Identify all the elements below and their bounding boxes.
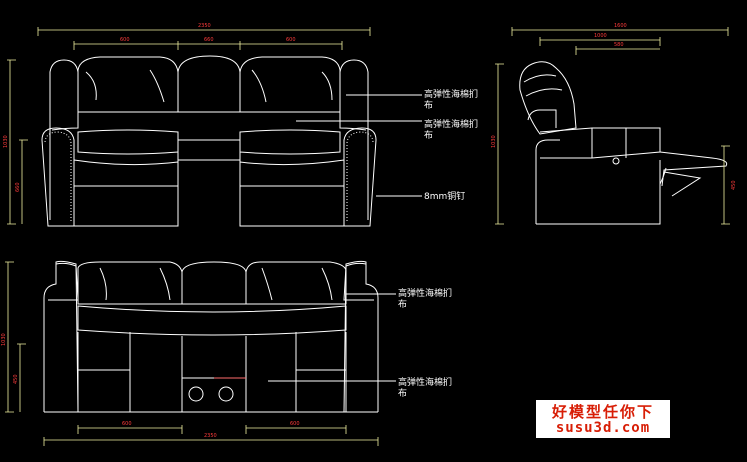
dim-front-seats bbox=[73, 41, 343, 50]
front-footrest-left bbox=[73, 159, 179, 227]
front-right-arm bbox=[339, 59, 369, 220]
front-footrest-right bbox=[239, 159, 345, 227]
callout-rear-top: 高弹性海棉扪 布 bbox=[398, 289, 452, 311]
side-body-rear bbox=[535, 139, 560, 224]
dim-text-side-seat-height: 450 bbox=[731, 180, 737, 190]
callout-front-mid-line2: 布 bbox=[424, 131, 434, 141]
watermark-title: 好模型任你下 bbox=[551, 403, 654, 421]
front-cushion-crease-2 bbox=[149, 69, 165, 103]
front-right-arm-roll bbox=[343, 127, 377, 227]
callout-front-nail: 8mm铜钉 bbox=[424, 192, 466, 202]
dim-front-total bbox=[37, 27, 371, 36]
dim-side-height bbox=[495, 63, 504, 225]
dim-text-front-right: 600 bbox=[286, 37, 296, 43]
dim-text-side-arm: 580 bbox=[614, 42, 624, 48]
rear-left-arm-top bbox=[48, 262, 79, 301]
dim-rear-seat-height bbox=[17, 343, 26, 412]
front-cushion-crease-1 bbox=[85, 71, 97, 101]
dim-front-height bbox=[7, 59, 16, 225]
rear-back-cushion-middle bbox=[181, 261, 247, 305]
front-seat-cushion-left bbox=[77, 129, 179, 155]
rear-cupholder-left bbox=[188, 386, 204, 402]
rear-cupholder-right bbox=[218, 386, 234, 402]
callout-rear-top-line1: 高弹性海棉扪 bbox=[398, 289, 453, 299]
rear-back-cushion-right bbox=[245, 261, 347, 305]
dim-text-rear-total: 2350 bbox=[204, 433, 217, 439]
dim-front-arm-height bbox=[19, 139, 28, 224]
front-cushion-crease-4 bbox=[321, 71, 333, 101]
side-arm-front bbox=[527, 109, 557, 128]
dim-rear-height bbox=[5, 261, 14, 413]
front-left-nailhead-row bbox=[44, 131, 72, 222]
dimension-lines bbox=[5, 27, 730, 446]
front-back-cushion-left bbox=[77, 56, 179, 113]
front-right-nailhead-row bbox=[346, 131, 374, 222]
callout-rear-bottom: 高弹性海棉扪 布 bbox=[398, 378, 452, 400]
callout-front-top: 高弹性海棉扪 布 bbox=[424, 90, 478, 112]
front-console-top bbox=[177, 139, 241, 161]
dim-text-side-height: 1030 bbox=[491, 135, 497, 148]
leader-lines bbox=[268, 94, 422, 382]
side-body-base bbox=[536, 160, 661, 225]
dim-text-front-height: 1030 bbox=[3, 135, 9, 148]
callout-front-mid: 高弹性海棉扪 布 bbox=[424, 120, 478, 142]
front-left-arm-roll bbox=[41, 127, 75, 227]
rear-lower-body bbox=[77, 332, 347, 413]
watermark: 好模型任你下 susu3d.com bbox=[536, 400, 670, 438]
dim-text-rear-right: 600 bbox=[290, 421, 300, 427]
front-back-cushion-right bbox=[239, 56, 341, 113]
front-console-sides bbox=[177, 160, 241, 226]
dim-rear-right bbox=[245, 425, 347, 434]
rear-view bbox=[43, 260, 379, 413]
front-back-cushion-middle bbox=[177, 55, 241, 113]
dim-text-front-arm-height: 660 bbox=[15, 182, 21, 192]
callout-rear-bottom-line1: 高弹性海棉扪 bbox=[398, 378, 453, 388]
rear-right-arm-top bbox=[343, 262, 374, 301]
rear-cushion-creases bbox=[99, 267, 333, 301]
side-backrest-folds bbox=[523, 74, 563, 97]
front-view bbox=[41, 55, 377, 227]
dim-side-seat bbox=[539, 37, 661, 46]
dim-text-front-middle: 660 bbox=[204, 37, 214, 43]
dim-text-side-seat: 1000 bbox=[594, 33, 607, 39]
dim-text-rear-left: 600 bbox=[122, 421, 132, 427]
dim-text-front-left: 600 bbox=[120, 37, 130, 43]
dim-rear-total bbox=[43, 437, 379, 446]
side-footrest-extended bbox=[659, 151, 728, 187]
rear-left-arm bbox=[43, 260, 79, 413]
callout-front-mid-line1: 高弹性海棉扪 bbox=[424, 120, 479, 130]
dim-side-seat-height bbox=[721, 145, 730, 225]
watermark-url: susu3d.com bbox=[555, 420, 651, 436]
front-seat-cushion-right bbox=[239, 129, 341, 155]
callout-front-top-line1: 高弹性海棉扪 bbox=[424, 90, 479, 100]
dim-side-total bbox=[511, 27, 729, 36]
dim-text-side-total: 1600 bbox=[614, 23, 627, 29]
side-seat-cushion bbox=[539, 127, 661, 159]
side-footrest-linkage bbox=[663, 171, 702, 197]
rear-mid-band bbox=[77, 305, 347, 336]
rear-panel-seams bbox=[129, 332, 297, 412]
rear-right-arm bbox=[343, 260, 379, 413]
dim-rear-left bbox=[77, 425, 183, 434]
dim-text-rear-seat-height: 450 bbox=[13, 374, 19, 384]
callout-rear-bottom-line2: 布 bbox=[398, 389, 408, 399]
side-view bbox=[519, 61, 728, 225]
rear-console bbox=[182, 377, 247, 413]
dim-side-arm bbox=[575, 46, 660, 55]
front-cushion-crease-3 bbox=[251, 69, 267, 103]
front-left-arm bbox=[49, 59, 79, 220]
side-footrest-support bbox=[659, 167, 667, 185]
callout-front-top-line2: 布 bbox=[424, 101, 434, 111]
dim-text-front-total: 2350 bbox=[198, 23, 211, 29]
side-recline-handle bbox=[612, 157, 620, 165]
dim-text-rear-height: 1030 bbox=[1, 333, 7, 346]
side-backrest bbox=[519, 61, 577, 135]
callout-rear-top-line2: 布 bbox=[398, 300, 408, 310]
side-seat-seams bbox=[591, 128, 627, 158]
